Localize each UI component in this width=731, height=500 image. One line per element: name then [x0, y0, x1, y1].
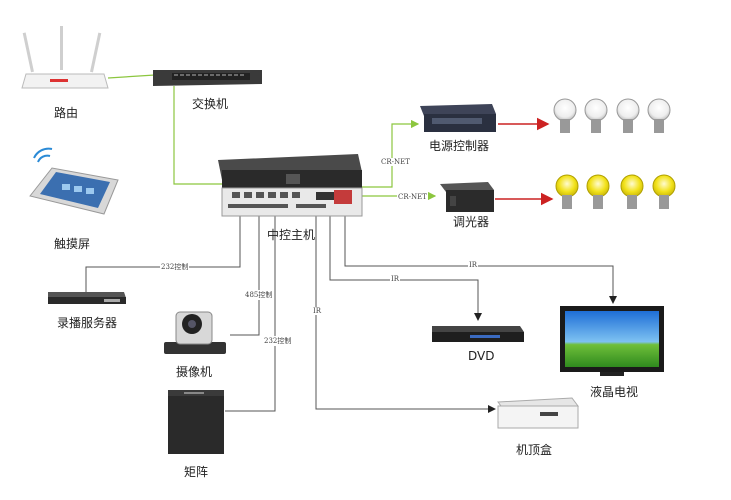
bulbs-on — [555, 174, 676, 209]
matrix-device — [168, 390, 224, 454]
recording-server-device — [48, 292, 126, 304]
set-top-box-label: 机顶盒 — [516, 443, 553, 457]
power-controller-device — [420, 104, 496, 132]
bulbs-off — [553, 98, 671, 133]
rs232-matrix-line — [225, 216, 276, 412]
power-lines — [495, 117, 554, 206]
camera-label: 摄像机 — [176, 365, 213, 379]
ir-dvd-line — [329, 216, 482, 321]
control-lines — [85, 216, 617, 413]
switch-label: 交换机 — [192, 97, 229, 111]
touch-screen-device — [29, 147, 119, 215]
rs485-camera-label: 485控制 — [244, 290, 274, 300]
rs485-camera-line — [230, 216, 260, 336]
switch-controller-line — [173, 86, 222, 185]
ir-dvd-label: IR — [390, 275, 401, 283]
dimmer-device — [440, 182, 494, 212]
matrix-label: 矩阵 — [184, 465, 209, 479]
cr-net-dimmer-label: CR-NET — [397, 193, 428, 201]
lcd-tv-device — [560, 306, 664, 376]
power-controller-label: 电源控制器 — [429, 139, 490, 153]
ir-tv-label: IR — [468, 261, 479, 269]
cr-net-power-label: CR-NET — [380, 158, 411, 166]
central-controller-label: 中控主机 — [267, 228, 316, 242]
dimmer-label: 调光器 — [453, 215, 490, 229]
dvd-label: DVD — [468, 349, 495, 363]
ir-tv-line — [344, 216, 617, 304]
rs232-recording-line — [85, 216, 241, 292]
controller-power-line — [362, 119, 420, 188]
lcd-tv-label: 液晶电视 — [590, 385, 639, 399]
switch-device — [153, 70, 262, 86]
router-label: 路由 — [54, 106, 79, 120]
ir-settopbox-line — [315, 216, 496, 413]
router-device — [21, 26, 109, 89]
set-top-box-device — [497, 397, 579, 429]
ir-settopbox-label: IR — [312, 307, 323, 315]
rs232-recording-label: 232控制 — [160, 262, 190, 272]
central-controller-device — [218, 154, 363, 217]
touch-screen-label: 触摸屏 — [54, 237, 91, 251]
recording-server-label: 录播服务器 — [57, 316, 118, 330]
camera-device — [164, 311, 226, 354]
router-switch-line — [107, 74, 156, 79]
dvd-device — [432, 326, 524, 342]
rs232-matrix-label: 232控制 — [263, 336, 293, 346]
